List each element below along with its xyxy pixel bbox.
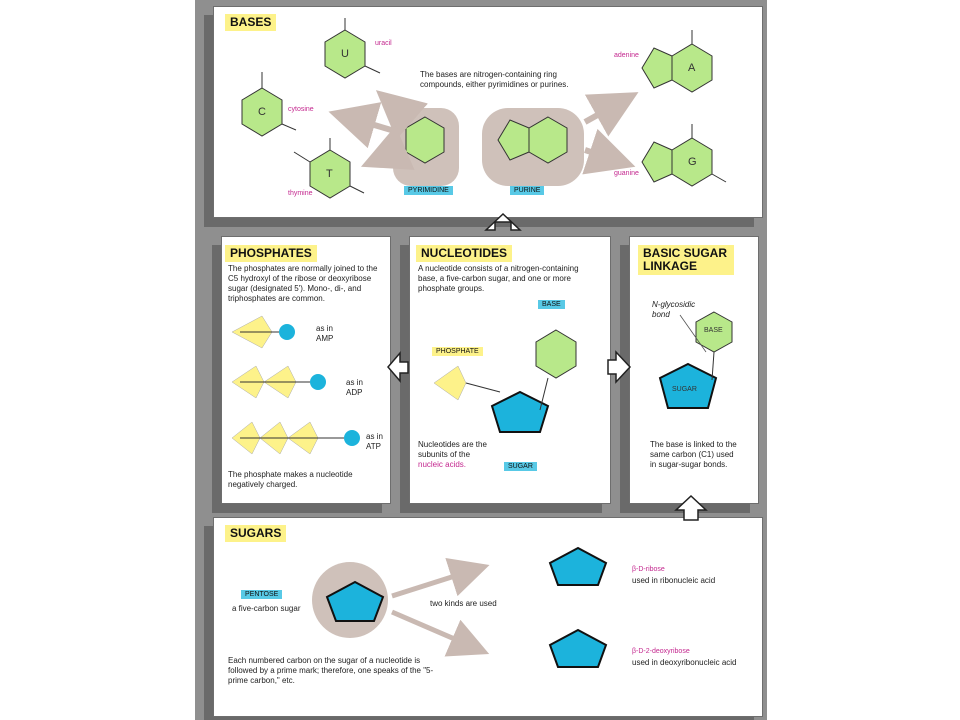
linkage-bond-pointer bbox=[679, 314, 707, 353]
adenine-ring-five bbox=[641, 47, 673, 89]
cytosine-letter: C bbox=[258, 106, 266, 118]
pentose-label: PENTOSE bbox=[241, 590, 283, 599]
arrow-to-guanine bbox=[582, 128, 636, 175]
deoxyribose-use: used in deoxyribonucleic acid bbox=[632, 658, 737, 667]
nucleotides-note: Nucleotides are the subunits of the nucl… bbox=[418, 440, 488, 470]
phosphates-description: The phosphates are normally joined to th… bbox=[228, 264, 378, 303]
nucleotide-base-ring bbox=[535, 329, 577, 379]
guanine-amino-bond bbox=[711, 173, 727, 183]
uracil-oxo-bond-side bbox=[364, 65, 381, 74]
linkage-bond-label: N-glycosidic bond bbox=[652, 300, 696, 319]
ribose-ring bbox=[548, 546, 608, 586]
pentose-sub: a five-carbon sugar bbox=[232, 604, 301, 613]
thymine-oxo-bond-side bbox=[349, 185, 365, 194]
nucleotides-note-prefix: Nucleotides are the subunits of the bbox=[418, 440, 487, 459]
phosphates-title: PHOSPHATES bbox=[225, 245, 317, 262]
linkage-sugar-ring bbox=[658, 362, 718, 409]
amp-ch2 bbox=[279, 324, 295, 340]
nucleotide-glycosidic-bond bbox=[539, 377, 549, 411]
nucleic-acids-link: nucleic acids. bbox=[418, 460, 467, 469]
amp-label: as in AMP bbox=[316, 324, 334, 343]
ribose-name: β-D-ribose bbox=[632, 566, 665, 573]
uracil-ring bbox=[324, 29, 366, 79]
purine-ring-five bbox=[497, 119, 530, 161]
adp-ch2 bbox=[310, 374, 326, 390]
adenine-label: adenine bbox=[614, 52, 639, 59]
uracil-letter: U bbox=[341, 48, 349, 60]
pentose-ring bbox=[325, 580, 385, 622]
sugars-title: SUGARS bbox=[225, 525, 287, 542]
linkage-base-text: BASE bbox=[704, 327, 723, 334]
arrow-up-to-bases bbox=[484, 212, 522, 231]
arrow-to-cytosine bbox=[328, 102, 399, 149]
deoxyribose-name: β-D-2-deoxyribose bbox=[632, 648, 690, 655]
nucleotide-base-label: BASE bbox=[538, 300, 565, 309]
phosphates-panel bbox=[221, 236, 391, 504]
sugars-panel bbox=[213, 517, 763, 717]
nucleotide-sugar-ring bbox=[490, 390, 550, 433]
thymine-label: thymine bbox=[288, 190, 313, 197]
thymine-methyl-bond bbox=[293, 151, 311, 163]
nucleotide-phosphate bbox=[433, 365, 467, 401]
linkage-sugar-text: SUGAR bbox=[672, 386, 697, 393]
ribose-use: used in ribonucleic acid bbox=[632, 576, 716, 585]
purine-label: PURINE bbox=[510, 186, 545, 195]
arrow-to-ribose bbox=[391, 558, 490, 599]
arrow-up-to-linkage bbox=[674, 494, 708, 521]
linkage-description: The base is linked to the same carbon (C… bbox=[650, 440, 737, 469]
nucleotides-title: NUCLEOTIDES bbox=[416, 245, 513, 262]
nucleotide-sugar-label: SUGAR bbox=[504, 462, 537, 471]
bases-title: BASES bbox=[225, 14, 277, 31]
cytosine-label: cytosine bbox=[288, 106, 314, 113]
arrow-to-thymine bbox=[360, 125, 415, 170]
guanine-letter: G bbox=[688, 156, 697, 168]
bases-panel bbox=[213, 6, 763, 218]
arrow-to-deoxyribose bbox=[391, 609, 490, 657]
guanine-label: guanine bbox=[614, 170, 639, 177]
nucleotides-description: A nucleotide consists of a nitrogen-cont… bbox=[418, 264, 579, 293]
two-kinds-label: two kinds are used bbox=[430, 599, 497, 608]
deoxyribose-ring bbox=[548, 628, 608, 668]
atp-label: as in ATP bbox=[366, 432, 383, 451]
pyrimidine-label: PYRIMIDINE bbox=[404, 186, 453, 195]
sugars-description: Each numbered carbon on the sugar of a n… bbox=[228, 656, 434, 685]
adp-label: as in ADP bbox=[346, 378, 363, 397]
linkage-bond-line bbox=[711, 351, 715, 381]
cytosine-ring bbox=[241, 87, 283, 137]
cytosine-oxo-bond bbox=[281, 123, 297, 131]
nucleotide-phosphate-bond bbox=[465, 382, 501, 393]
nucleotide-phosphate-label: PHOSPHATE bbox=[432, 347, 483, 356]
arrow-to-adenine bbox=[583, 92, 639, 137]
atp-ch2 bbox=[344, 430, 360, 446]
guanine-ring-five bbox=[641, 141, 673, 183]
thymine-letter: T bbox=[326, 168, 333, 180]
uracil-label: uracil bbox=[375, 40, 392, 47]
linkage-title: BASIC SUGAR LINKAGE bbox=[638, 245, 734, 275]
arrow-right-to-linkage bbox=[607, 350, 632, 384]
arrow-to-uracil bbox=[375, 90, 428, 140]
arrow-left-to-phosphates bbox=[387, 350, 409, 384]
adenine-letter: A bbox=[688, 62, 696, 74]
phosphates-footer: The phosphate makes a nucleotide negativ… bbox=[228, 470, 353, 489]
bases-description: The bases are nitrogen-containing ring c… bbox=[420, 70, 569, 89]
